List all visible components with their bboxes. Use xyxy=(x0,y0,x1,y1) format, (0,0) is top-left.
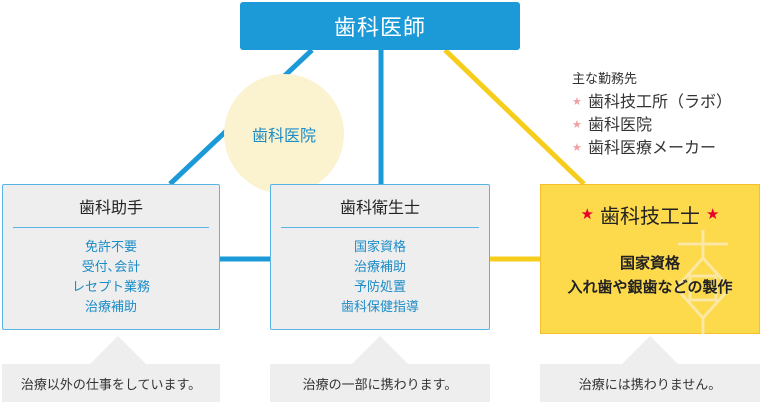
star-icon: ★ xyxy=(572,95,582,108)
technician-license: 国家資格 xyxy=(619,254,680,272)
technician-note: 治療には携わりません。 xyxy=(540,364,760,402)
workplace-item-label: 歯科技工所（ラボ） xyxy=(588,92,733,111)
star-icon: ★ xyxy=(580,205,594,223)
clinic-circle: 歯科医院 xyxy=(224,74,344,194)
workplace-item: ★ 歯科技工所（ラボ） xyxy=(572,90,758,113)
workplace-item-label: 歯科医院 xyxy=(588,115,653,134)
workplace-item: ★ 歯科医院 xyxy=(572,113,758,136)
star-icon: ★ xyxy=(572,141,582,154)
workplace-item: ★ 歯科医療メーカー xyxy=(572,136,758,159)
dentist-title: 歯科医師 xyxy=(333,16,426,41)
assistant-title: 歯科助手 xyxy=(78,198,143,217)
assistant-duty: レセプト業務 xyxy=(71,280,150,295)
clinic-circle-label: 歯科医院 xyxy=(251,126,316,145)
card-divider xyxy=(13,227,209,228)
hygienist-duty: 国家資格 xyxy=(353,240,406,255)
hygienist-duty: 歯科保健指導 xyxy=(340,300,419,315)
note-pointer xyxy=(622,336,678,364)
dentist-box: 歯科医師 xyxy=(240,2,520,50)
star-icon: ★ xyxy=(572,118,582,131)
assistant-duty: 治療補助 xyxy=(84,300,137,315)
workplaces-heading: 主な勤務先 xyxy=(572,72,638,87)
decorative-emblem-icon xyxy=(673,230,733,334)
technician-heading: ★ 歯科技工士 ★ xyxy=(541,185,759,243)
star-icon: ★ xyxy=(706,205,720,223)
assistant-card: 歯科助手 免許不要 受付､会計 レセプト業務 治療補助 xyxy=(2,184,220,330)
note-pointer xyxy=(352,336,408,364)
hygienist-card: 歯科衛生士 国家資格 治療補助 予防処置 歯科保健指導 xyxy=(270,184,490,330)
hygienist-duty: 予防処置 xyxy=(353,280,406,295)
assistant-duty: 免許不要 xyxy=(84,240,137,255)
technician-job: 入れ歯や銀歯などの製作 xyxy=(567,278,733,296)
note-pointer xyxy=(90,336,146,364)
technician-card: ★ 歯科技工士 ★ 国家資格 入れ歯や銀歯などの製作 xyxy=(540,184,760,334)
assistant-note: 治療以外の仕事をしています。 xyxy=(2,364,220,402)
hygienist-title: 歯科衛生士 xyxy=(339,198,420,217)
technician-title: 歯科技工士 xyxy=(600,203,700,228)
assistant-duty: 受付､会計 xyxy=(81,260,141,275)
hygienist-note: 治療の一部に携わります。 xyxy=(270,364,490,402)
workplace-item-label: 歯科医療メーカー xyxy=(588,138,717,157)
hygienist-duty: 治療補助 xyxy=(353,260,406,275)
workplaces-list: 主な勤務先 ★ 歯科技工所（ラボ） ★ 歯科医院 ★ 歯科医療メーカー xyxy=(572,68,758,159)
card-divider xyxy=(281,227,479,228)
line-dentist-technician xyxy=(443,48,586,186)
